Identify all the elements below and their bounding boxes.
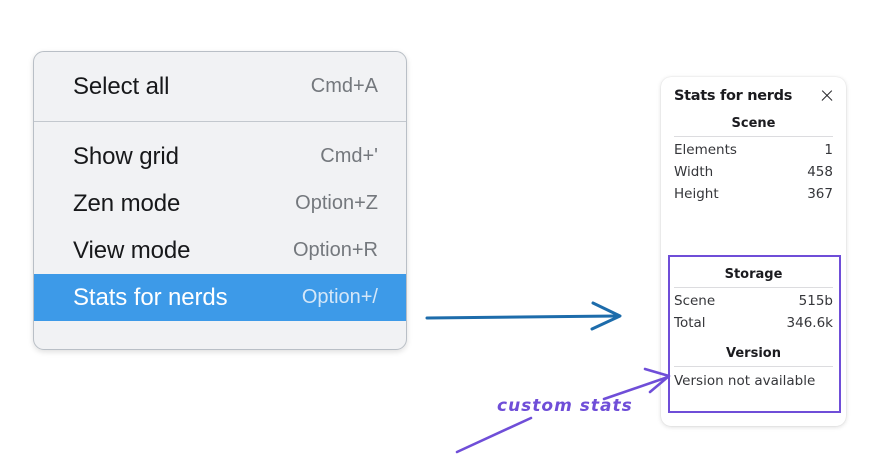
menu-item-shortcut: Cmd+A bbox=[310, 75, 378, 97]
menu-item-label: Select all bbox=[73, 72, 170, 100]
menu-item-stats-for-nerds[interactable]: Stats for nerds Option+/ bbox=[34, 274, 406, 321]
callout-tail-icon bbox=[455, 416, 533, 454]
section-title-version: Version bbox=[726, 346, 781, 361]
stat-value: 346.6k bbox=[786, 315, 833, 331]
stat-key: Width bbox=[674, 164, 714, 180]
stat-key: Elements bbox=[674, 142, 737, 158]
flow-arrow-icon bbox=[425, 301, 622, 331]
custom-stats-sections: Storage Scene 515b Total 346.6k Version … bbox=[661, 255, 846, 389]
menu-group-1: Select all Cmd+A bbox=[34, 52, 406, 122]
scene-section: Scene Elements 1 Width 458 Height 367 bbox=[661, 104, 846, 205]
menu-item-shortcut: Option+R bbox=[292, 239, 378, 261]
stat-key: Height bbox=[674, 186, 719, 202]
section-divider bbox=[674, 136, 833, 137]
context-menu[interactable]: Select all Cmd+A Show grid Cmd+' Zen mod… bbox=[33, 51, 407, 350]
stat-value: 458 bbox=[807, 164, 833, 180]
section-title-storage: Storage bbox=[724, 267, 783, 282]
stat-key: Scene bbox=[674, 293, 716, 309]
menu-item-view-mode[interactable]: View mode Option+R bbox=[34, 227, 406, 274]
stat-row-elements: Elements 1 bbox=[674, 139, 833, 161]
panel-header: Stats for nerds bbox=[661, 77, 846, 104]
version-value: Version not available bbox=[674, 373, 816, 389]
menu-item-label: Zen mode bbox=[73, 189, 181, 217]
stat-value: 367 bbox=[807, 186, 833, 202]
menu-item-zen-mode[interactable]: Zen mode Option+Z bbox=[34, 180, 406, 227]
stat-value: 515b bbox=[798, 293, 833, 309]
menu-item-show-grid[interactable]: Show grid Cmd+' bbox=[34, 133, 406, 180]
menu-item-select-all[interactable]: Select all Cmd+A bbox=[34, 63, 406, 110]
close-icon[interactable] bbox=[819, 88, 835, 104]
menu-item-label: Show grid bbox=[73, 142, 179, 170]
menu-item-label: View mode bbox=[73, 236, 191, 264]
menu-group-2: Show grid Cmd+' Zen mode Option+Z View m… bbox=[34, 122, 406, 332]
menu-item-shortcut: Option+Z bbox=[295, 192, 378, 214]
stats-for-nerds-panel[interactable]: Stats for nerds Scene Elements 1 Width 4… bbox=[661, 77, 846, 426]
annotation-label: custom stats bbox=[497, 396, 633, 416]
panel-title: Stats for nerds bbox=[674, 88, 793, 104]
section-divider bbox=[674, 366, 833, 367]
menu-item-shortcut: Cmd+' bbox=[320, 145, 378, 167]
stat-row-width: Width 458 bbox=[674, 161, 833, 183]
section-divider bbox=[674, 287, 833, 288]
stat-key: Total bbox=[674, 315, 706, 331]
stat-value: 1 bbox=[824, 142, 833, 158]
stat-row-storage-total: Total 346.6k bbox=[674, 312, 833, 334]
callout-arrow-icon bbox=[602, 367, 671, 401]
stat-row-storage-scene: Scene 515b bbox=[674, 290, 833, 312]
menu-item-shortcut: Option+/ bbox=[301, 286, 378, 308]
section-title-scene: Scene bbox=[731, 116, 776, 131]
stat-row-height: Height 367 bbox=[674, 183, 833, 205]
menu-item-label: Stats for nerds bbox=[73, 283, 228, 311]
